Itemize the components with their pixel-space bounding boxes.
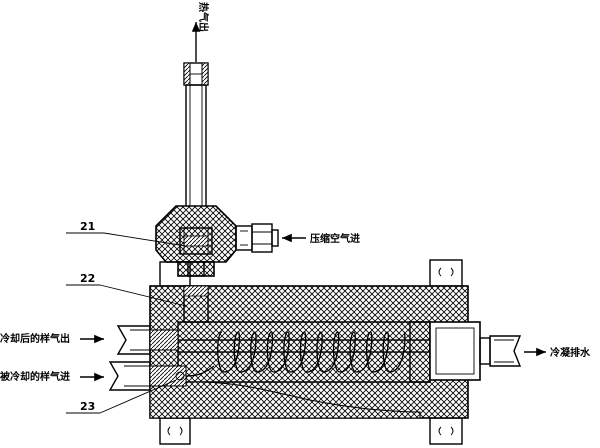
callout-23: 23 (66, 379, 177, 414)
coil-loop (382, 331, 406, 373)
callout-22: 22 (66, 272, 187, 307)
sample-in-label: 被冷却的样气进 (0, 370, 70, 383)
coil-loop (217, 331, 241, 373)
sample-in-indicator: 被冷却的样气进 (0, 370, 104, 383)
callout-22-number: 22 (80, 272, 95, 285)
callout-21-number: 21 (80, 220, 95, 233)
exhaust-tube (183, 62, 209, 208)
exhaust-out-label: 热气出 (197, 2, 210, 32)
coil-loop (349, 331, 373, 373)
coil-inlet-lead (185, 365, 215, 377)
cooled-sample-outlet-port (116, 325, 179, 355)
condensate-drain-port (429, 321, 522, 381)
condensate-drain-indicator: 冷凝排水 (524, 346, 591, 359)
callout-21: 21 (66, 220, 187, 247)
coil-loop (366, 331, 390, 373)
exhaust-out-indicator: 热气出 (191, 2, 210, 62)
condensate-drain-label: 冷凝排水 (550, 346, 591, 359)
cooler-body (149, 259, 469, 445)
coil-loop (233, 331, 257, 373)
coil-loop (316, 331, 340, 373)
compressed-air-in-indicator: 压缩空气进 (282, 232, 360, 245)
coil-loop (332, 331, 356, 373)
sample-inlet-port (108, 361, 187, 391)
coil-loop (283, 331, 307, 373)
coil-loop (266, 331, 290, 373)
coil-loop (299, 331, 323, 373)
vortex-generator (155, 205, 237, 277)
cooled-sample-out-label: 冷却后的样气出 (0, 332, 70, 345)
coil-loop (250, 331, 274, 373)
compressed-air-in-label: 压缩空气进 (310, 232, 360, 245)
cooling-coil (185, 331, 406, 377)
compressed-air-fitting (235, 223, 279, 253)
callout-23-number: 23 (80, 400, 95, 413)
cooled-sample-out-indicator: 冷却后的样气出 (0, 332, 104, 345)
